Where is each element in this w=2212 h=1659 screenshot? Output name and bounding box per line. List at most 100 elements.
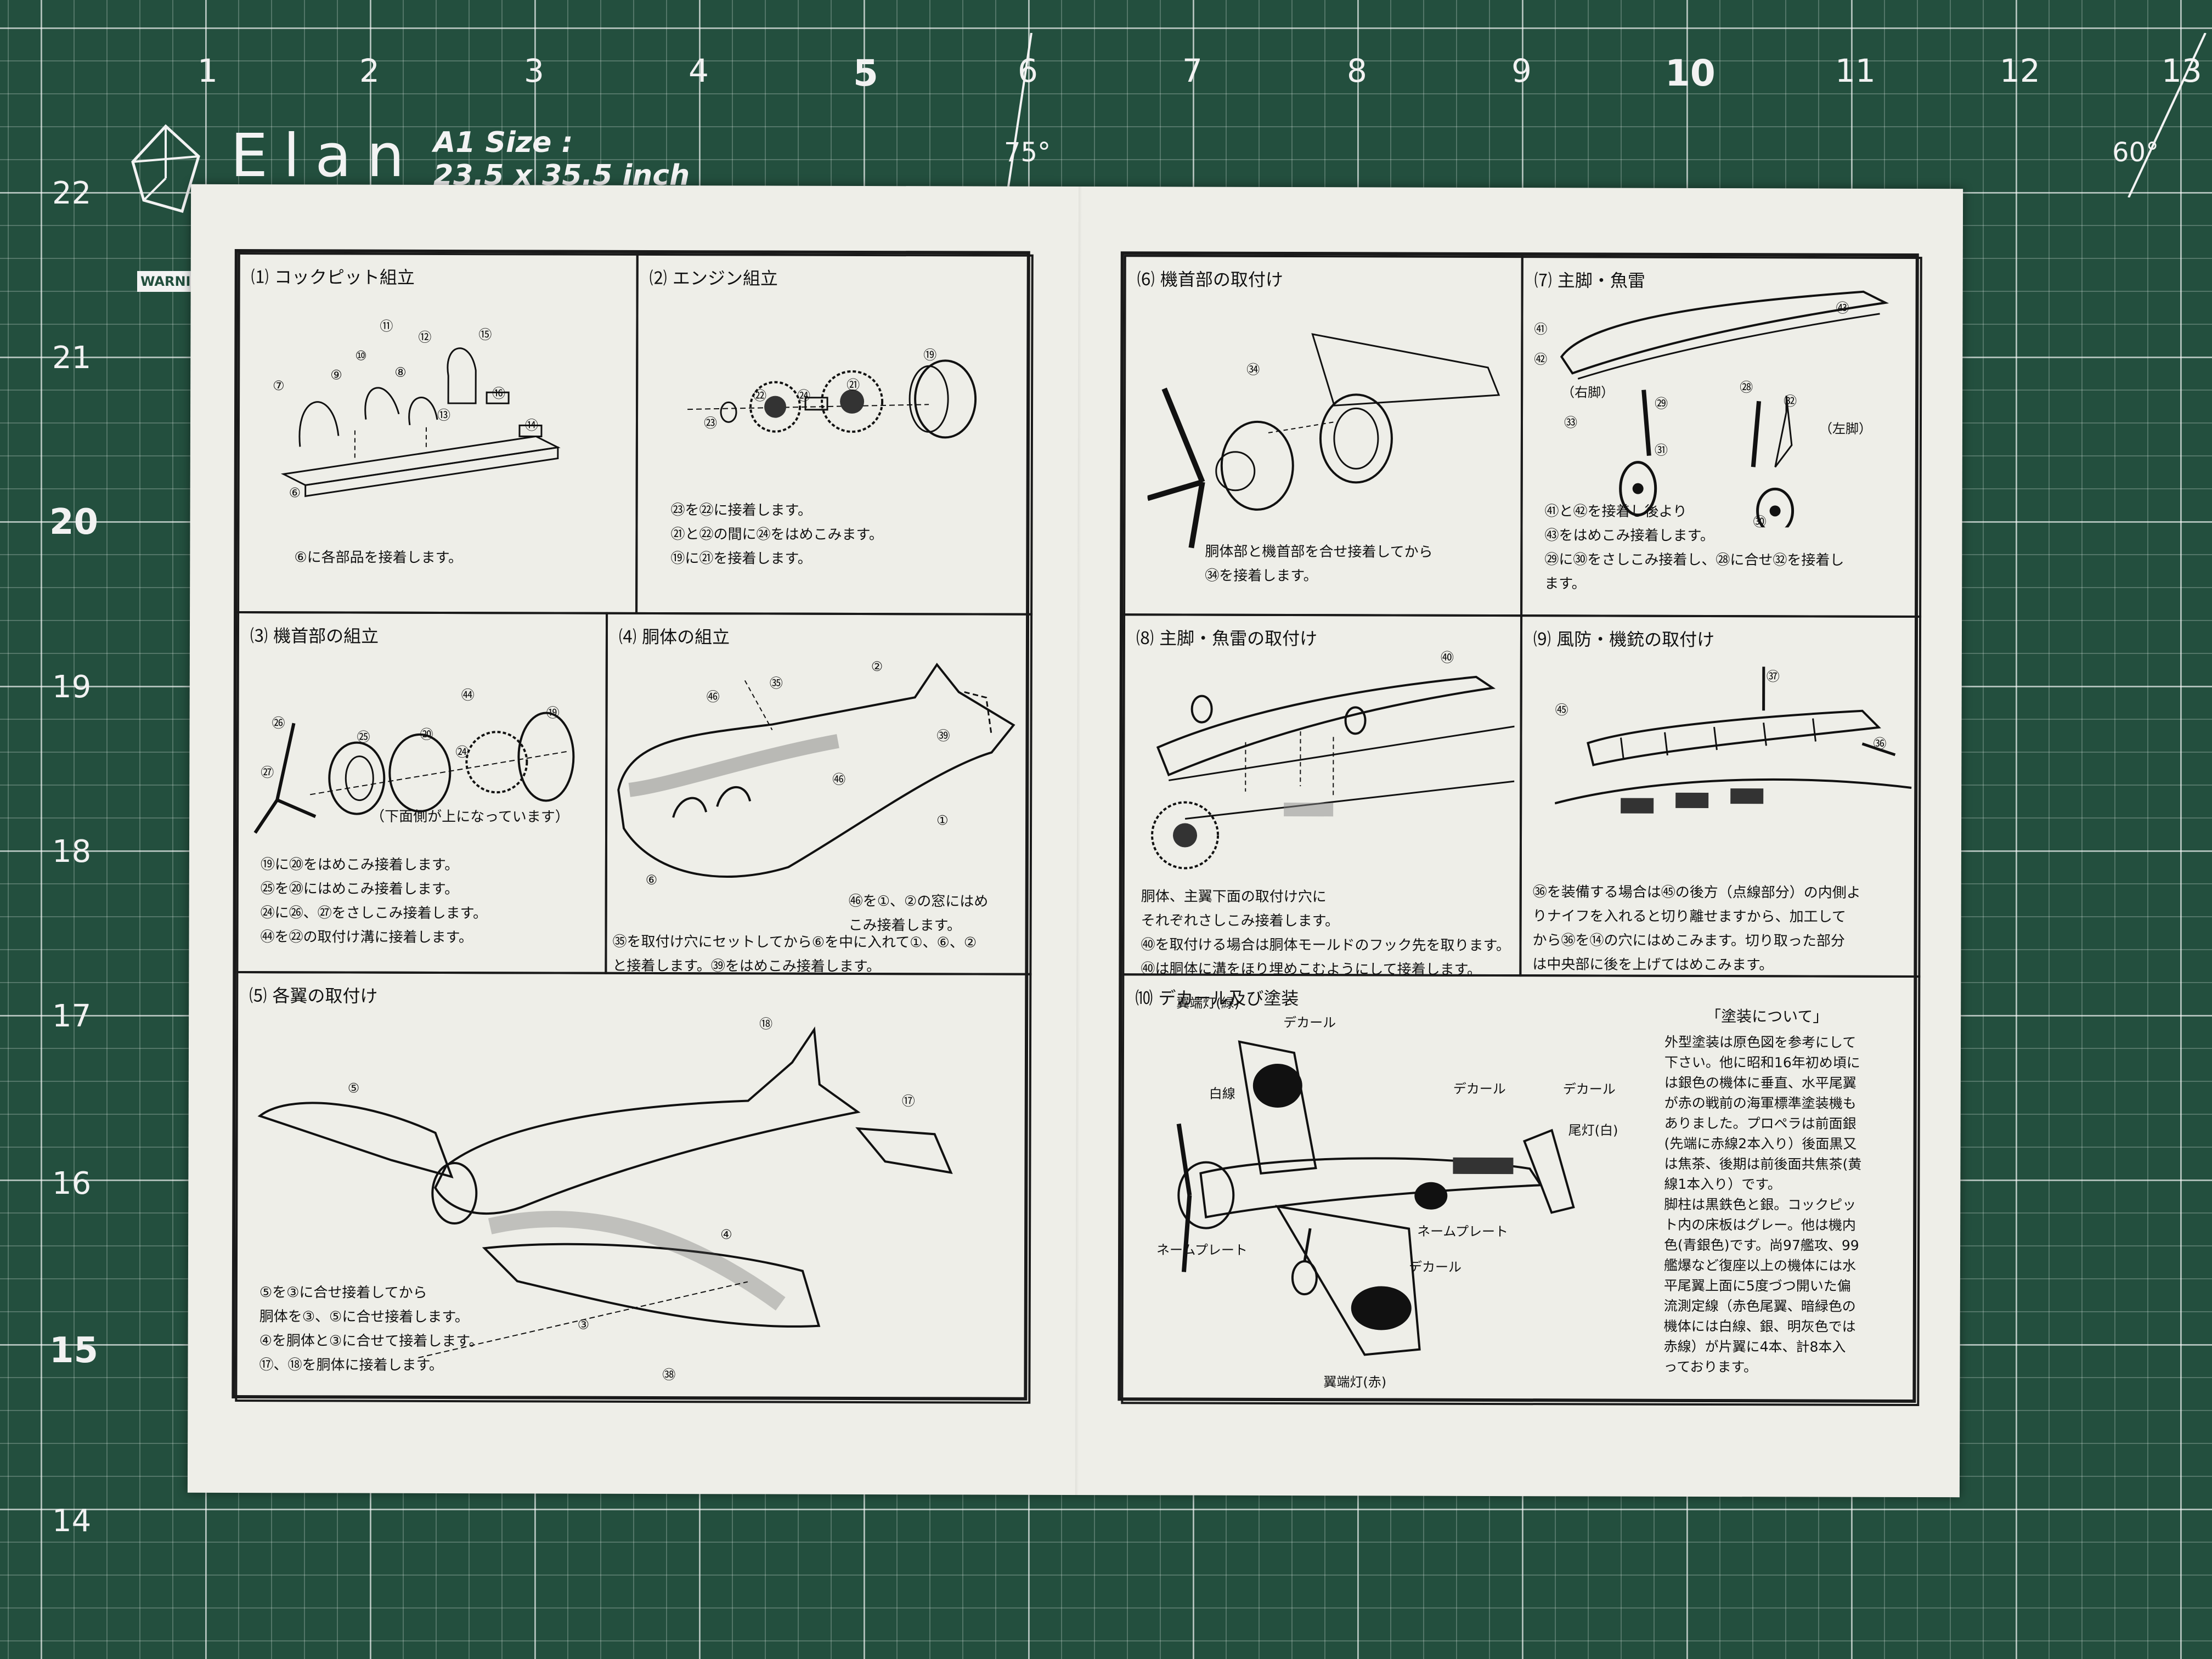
part-number: ㉙ [1655,396,1668,411]
step-text: ㊶と㊷を接着し後より ㊸をはめこみ接着します。 ㉙に㉚をさしこみ接着し、㉘に合せ… [1544,503,1844,592]
step-title: ⑵ エンジン組立 [649,267,778,289]
nose-mount-diagram [1147,301,1510,554]
ruler-mark: 12 [2000,52,2040,89]
part-number: ⑧ [394,364,407,380]
cockpit-diagram [273,309,580,518]
decal-label: ネームプレート [1156,1242,1248,1258]
step-1-cockpit: ⑴ コックピット組立 ⑪ ⑫ ⑮ ⑩ ⑧ ⑨ [237,252,639,614]
angle-guide-line [1006,33,1032,198]
part-number: ㉒ [753,388,767,404]
part-number: ㉝ [1564,415,1578,431]
ruler-mark: 9 [1511,52,1532,89]
part-number: ㊷ [1534,352,1548,368]
instruction-sheet: ⑴ コックピット組立 ⑪ ⑫ ⑮ ⑩ ⑧ ⑨ [187,184,1963,1498]
nose-assembly-diagram [250,679,601,850]
part-number: ㊳ [662,1367,676,1383]
right-page-frame: ⑹ 機首部の取付け ㉞ 胴体部と機首部を合せ接着してから ㉞を接着します。 [1118,251,1922,1407]
canopy-diagram [1554,661,1912,881]
step-5-wings: ⑸ 各翼の取付け ⑱ ⑤ ⑰ ④ ③ ㊳ ⑤を③に合せ接着してから 胴体を③、⑤… [235,970,1032,1404]
paint-notes-title: 「塗装について」 [1706,1007,1829,1026]
part-number: ㉓ [703,415,718,431]
part-number: ⑱ [759,1016,773,1032]
angle-60-label: 60° [2112,137,2159,168]
decal-label: 白線 [1209,1086,1235,1102]
part-number: ㉖ [272,715,285,731]
ruler-mark: 3 [524,52,544,89]
ruler-mark: 15 [49,1330,99,1371]
step-title: ⑷ 胴体の組立 [618,626,730,648]
ruler-mark: 21 [52,340,92,376]
left-page-frame: ⑴ コックピット組立 ⑪ ⑫ ⑮ ⑩ ⑧ ⑨ [232,249,1034,1404]
part-number: ⑥ [289,485,301,501]
part-number: ㉛ [1654,442,1668,458]
step-title: ⑼ 風防・機銃の取付け [1533,629,1715,651]
part-number: ⑯ [492,386,506,402]
part-number: ⑥ [645,872,658,888]
left-leg-label: （左脚） [1819,421,1872,437]
step-text: ⑲に⑳をはめこみ接着します。 ㉕を⑳にはめこみ接着します。 ㉔に㉖、㉗をさしこみ… [260,856,488,946]
ruler-mark: 2 [359,52,380,89]
top-ruler: 1 2 3 4 5 6 7 8 9 10 11 12 13 [0,0,2212,94]
step-title: ⑴ コックピット組立 [251,267,415,288]
ruler-mark: 22 [52,176,92,211]
step-text: ⑥に各部品を接着します。 [294,549,463,567]
step-7-landing-gear-torpedo: ⑺ 主脚・魚雷 ㊸ ㊶ ㊷ ㉙ ㉘ ㉜ ㉝ [1520,256,1922,618]
part-number: ㊲ [1766,669,1780,685]
part-number: ⑩ [355,348,367,364]
gear-mount-diagram [1136,654,1515,885]
part-number: ⑭ [524,417,539,433]
step-text: ⑤を③に合せ接着してから 胴体を③、⑤に合せ接着します。 ④を胴体と③に合せて接… [259,1284,483,1374]
step-text: 胴体部と機首部を合せ接着してから ㉞を接着します。 [1205,543,1433,585]
part-number: ㉗ [261,765,274,781]
part-number: ㊺ [1555,702,1568,718]
part-number: ⑳ [420,726,433,742]
part-number: ㊻ [706,689,720,705]
decal-label: 翼端灯(緑) [1176,995,1239,1011]
part-number: ㉑ [847,377,860,393]
part-number: ⑰ [901,1093,915,1109]
step-title: ⑹ 機首部の取付け [1137,269,1283,290]
part-number: ㊵ [1440,650,1454,665]
part-number: ⑪ [380,318,393,334]
ruler-mark: 11 [1835,52,1876,89]
step-text: ㊱を装備する場合は㊺の後方（点線部分）の内側よ りナイフを入れると切り離せますか… [1532,884,1861,974]
right-leg-label: （右脚） [1561,385,1615,400]
part-number: ㉞ [1246,362,1260,377]
step-title: ⑻ 主脚・魚雷の取付け [1136,628,1318,650]
step-9-canopy-gun: ⑼ 風防・機銃の取付け ㊲ ㊺ ㊱ [1519,614,1922,978]
ruler-mark: 7 [1182,52,1203,89]
step-8-gear-torpedo-mount: ⑻ 主脚・魚雷の取付け ㊵ 胴体、主翼下面の取付け穴に それぞれさしこみ接着しま… [1122,613,1523,978]
part-number: ㉟ [769,675,783,691]
step-3-nose: ⑶ 機首部の組立 ㊹ ⑲ ㉖ ㉕ ⑳ ㉗ ㉔ [236,611,608,974]
decal-label: ネームプレート [1417,1223,1509,1240]
ruler-mark: 20 [49,502,99,543]
part-number: ㉔ [797,388,811,404]
ruler-mark: 10 [1665,52,1716,94]
part-number: ⑦ [273,378,285,394]
step-2-engine: ⑵ エンジン組立 ⑲ ㉒ ㉔ ㉑ ㉓ ㉓を㉒に接着します。 ㉑と㉒ [635,253,1034,616]
landing-gear-diagram [1556,269,1913,534]
part-number: ⑤ [347,1080,360,1096]
decal-label: 尾灯(白) [1568,1122,1618,1138]
step-title: ⑶ 機首部の組立 [250,625,379,647]
ruler-mark: 19 [52,669,92,705]
step-text: 胴体、主翼下面の取付け穴に それぞれさしこみ接着します。 ㊵を取付ける場合は胴体… [1141,888,1510,978]
part-number: ㊱ [1873,736,1887,752]
part-number: ㊴ [936,728,950,744]
part-number: ⑲ [546,705,560,721]
wing-assembly-diagram [253,995,968,1392]
paint-notes-text: 外型塗装は原色図を参考にして 下さい。他に昭和16年初め頃に は銀色の機体に垂直… [1663,1034,1862,1375]
decal-label: デカール [1408,1259,1462,1275]
step-6-nose-mount: ⑹ 機首部の取付け ㉞ 胴体部と機首部を合せ接着してから ㉞を接着します。 [1123,255,1523,617]
brand-name: Elan [230,122,420,190]
part-number: ⑫ [418,329,432,345]
mat-size-label: A1 Size : 23.5 x 35.5 inch [433,126,690,192]
engine-diagram [687,338,995,465]
part-number: ㉘ [1740,380,1753,396]
step-note: （下面側が上になっています） [370,808,569,826]
part-number: ㊹ [461,687,475,703]
part-number: ㊸ [1836,300,1849,316]
ruler-mark: 5 [853,52,878,94]
decal-label: デカール [1453,1081,1506,1097]
part-number: ⑮ [478,327,492,343]
